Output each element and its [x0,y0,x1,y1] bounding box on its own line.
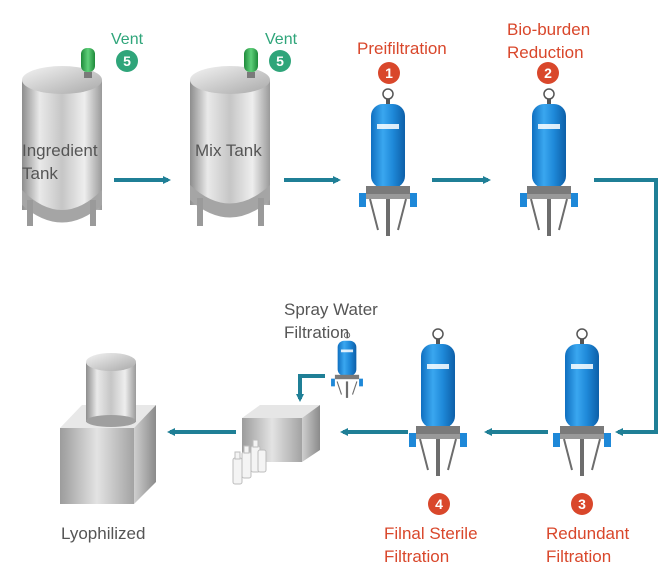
redundant-filter-icon [553,328,611,476]
final-sterile-badge: 4 [428,493,450,515]
ingredient-tank-icon [22,66,102,226]
redundant-label-line1: Redundant [546,524,630,543]
ingredient-vent-label: Vent [111,31,144,48]
mix-tank-icon [190,66,270,226]
ingredient-tank-label-line2: Tank [22,164,58,183]
spray-water-label-line1: Spray Water [284,300,378,319]
spray-water-filter-icon [331,332,363,398]
ingredient-tank-label-line1: Ingredient [22,141,98,160]
bioburden-label-line1: Bio-burden [507,20,591,39]
vent-valve-icon [81,48,95,78]
flow-arrows [114,176,658,436]
mix-tank-label: Mix Tank [195,141,262,160]
flow-arrow [296,374,325,402]
lyophilizer-icon [60,353,156,504]
vent-valve-icon [244,48,258,78]
ingredient-vent-badge: 5 [116,50,138,72]
spray-water-label-line2: Filtration [284,323,350,342]
flow-arrow [594,178,658,436]
mix-vent-badge: 5 [269,50,291,72]
mix-vent-label: Vent [265,31,298,48]
vial-icon [232,439,267,485]
final-sterile-filter-icon [409,328,467,476]
bioburden-label-line2: Reduction [507,43,584,62]
lyophilized-label: Lyophilized [61,524,146,543]
bioburden-badge: 2 [537,62,559,84]
prefiltration-label: Preifiltration [357,39,447,58]
prefiltration-filter-icon [359,88,417,236]
prefiltration-badge: 1 [378,62,400,84]
final-sterile-label-line2: Filtration [384,547,450,566]
redundant-badge: 3 [571,493,593,515]
redundant-label-line2: Filtration [546,547,612,566]
final-sterile-label-line1: Filnal Sterile [384,524,478,543]
bioburden-filter-icon [520,88,578,236]
